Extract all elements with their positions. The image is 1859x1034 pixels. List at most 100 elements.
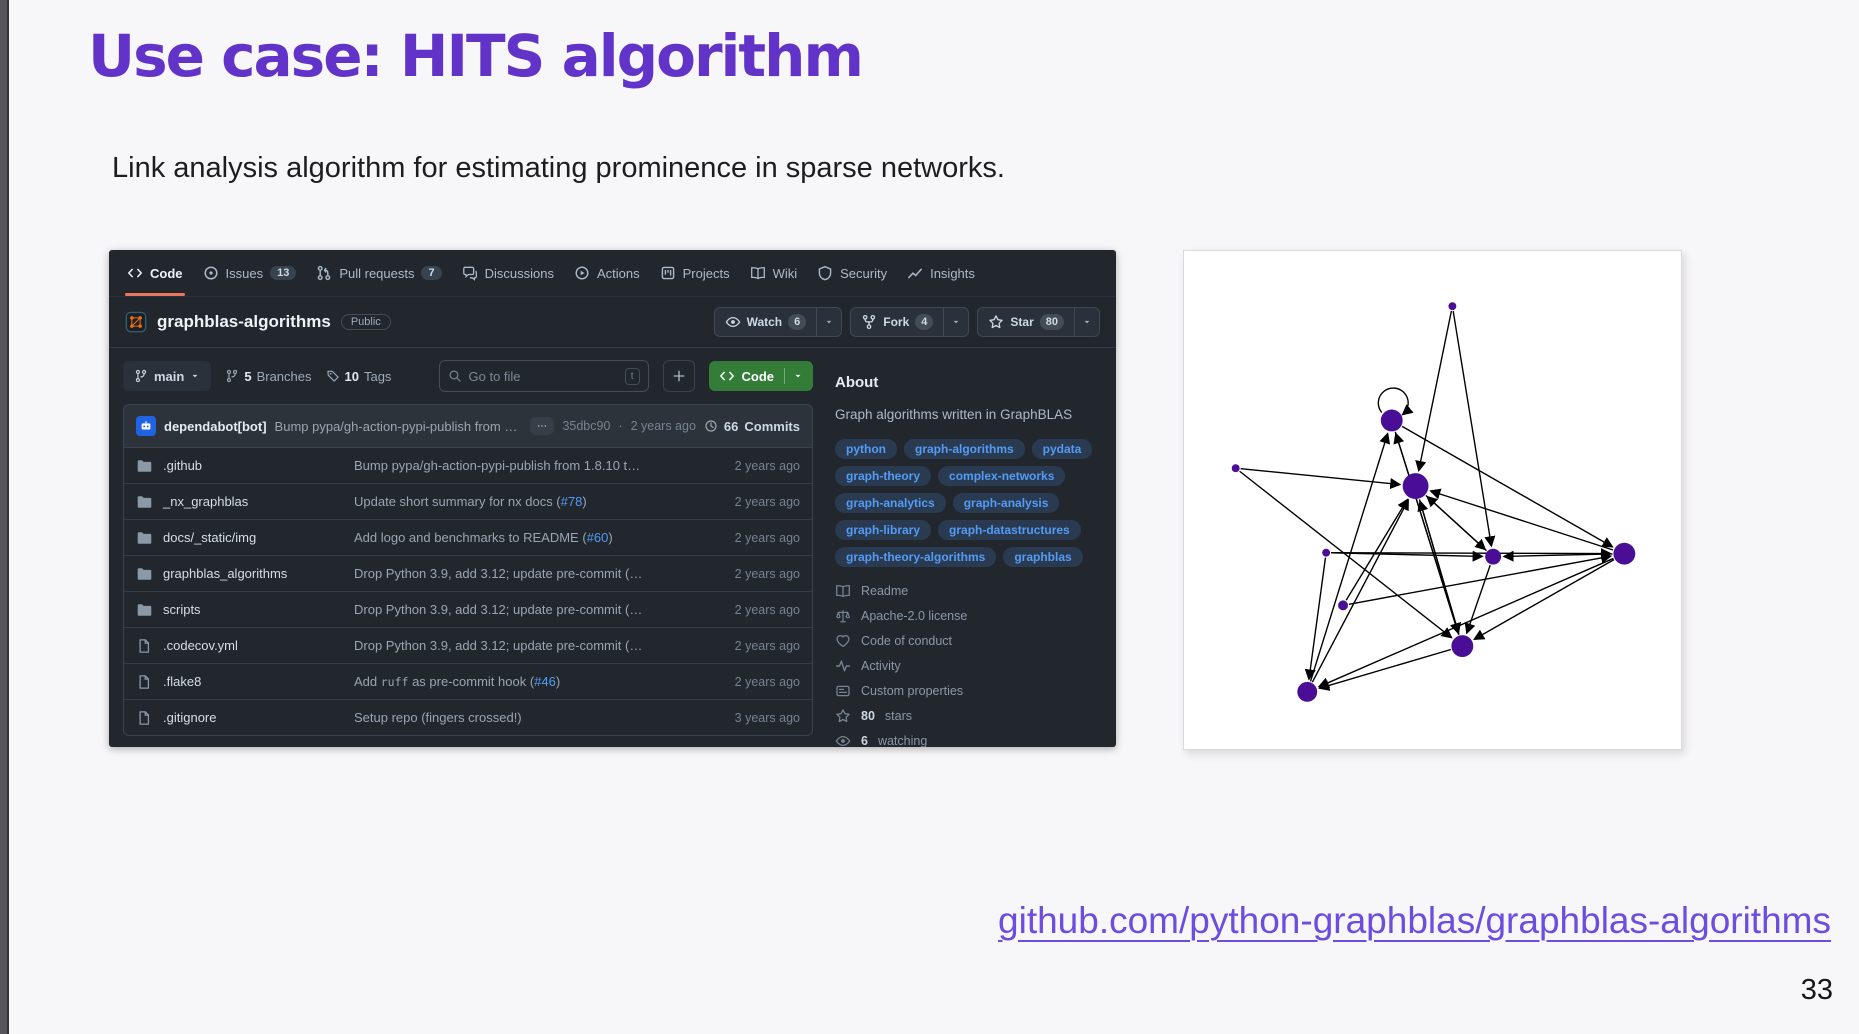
about-meta-item-activity[interactable]: Activity (835, 658, 1102, 674)
commit-message-text: Setup repo (fingers crossed!) (354, 710, 522, 725)
topic-pill-graph-datastructures[interactable]: graph-datastructures (938, 519, 1081, 540)
plus-icon (672, 369, 686, 383)
about-meta-item-custom-properties[interactable]: Custom properties (835, 683, 1102, 699)
file-name-link[interactable]: docs/_static/img (163, 530, 257, 545)
repo-name-link[interactable]: graphblas-algorithms (157, 312, 331, 331)
repo-url-link[interactable]: github.com/python-graphblas/graphblas-al… (998, 900, 1831, 941)
table-row[interactable]: .flake8 Add ruff as pre-commit hook (#46)… (124, 663, 812, 699)
file-name-link[interactable]: graphblas_algorithms (163, 566, 288, 581)
graph-edge (1415, 310, 1453, 473)
file-name-link[interactable]: scripts (163, 602, 201, 617)
repo-visibility-badge: Public (340, 314, 391, 330)
dependabot-avatar[interactable] (136, 416, 156, 436)
file-name-cell: graphblas_algorithms (136, 566, 354, 582)
topic-pill-complex-networks[interactable]: complex-networks (938, 465, 1066, 486)
file-name-cell: docs/_static/img (136, 530, 354, 546)
tab-actions[interactable]: Actions (564, 250, 650, 296)
topic-pill-graph-analytics[interactable]: graph-analytics (835, 492, 946, 513)
topic-pill-graph-algorithms[interactable]: graph-algorithms (904, 438, 1025, 459)
tab-discussions[interactable]: Discussions (452, 250, 564, 296)
commit-message-link[interactable]: Bump pypa/gh-action-pypi-publish from 1.… (274, 418, 523, 434)
star-dropdown-button[interactable] (1074, 308, 1099, 336)
commit-time-cell: 2 years ago (734, 566, 800, 581)
fork-count: 4 (915, 314, 934, 330)
topic-pill-graph-theory-algorithms[interactable]: graph-theory-algorithms (835, 546, 997, 567)
graph-node (1448, 302, 1457, 311)
tags-label: Tags (363, 368, 392, 384)
graph-node (1485, 548, 1502, 565)
tab-security[interactable]: Security (807, 250, 897, 296)
discussions-icon (462, 265, 478, 281)
topic-pill-graph-analysis[interactable]: graph-analysis (952, 492, 1060, 513)
commit-message-text: as pre-commit hook ( (408, 674, 535, 689)
star-icon (988, 314, 1004, 330)
code-button[interactable]: Code (708, 361, 813, 391)
book-icon (835, 583, 851, 599)
topic-pill-python[interactable]: python (835, 438, 897, 459)
branches-link[interactable]: 5 Branches (225, 369, 312, 384)
commit-time-cell: 2 years ago (734, 530, 800, 545)
file-name-link[interactable]: .flake8 (163, 674, 202, 689)
file-name-link[interactable]: .codecov.yml (163, 638, 238, 653)
branch-selector-button[interactable]: main (123, 361, 212, 391)
add-file-button[interactable] (662, 360, 695, 392)
commit-history-link[interactable]: 66 Commits (704, 419, 800, 434)
commit-message-cell: Add ruff as pre-commit hook (#46) (354, 674, 723, 689)
graph-node (1322, 548, 1331, 557)
tags-count: 10 (344, 368, 359, 384)
about-meta-item-readme[interactable]: Readme (835, 583, 1102, 599)
graph-edge (1239, 470, 1453, 639)
graph-node (1380, 409, 1403, 432)
about-meta-item-apache-2-0-license[interactable]: Apache-2.0 license (835, 608, 1102, 624)
tab-wiki[interactable]: Wiki (740, 250, 808, 296)
file-name-link[interactable]: .gitignore (163, 710, 217, 725)
topic-pill-graph-theory[interactable]: graph-theory (835, 465, 932, 486)
tab-insights[interactable]: Insights (897, 250, 985, 296)
tab-projects[interactable]: Projects (650, 250, 740, 296)
go-to-file-input[interactable]: Go to file t (438, 360, 649, 392)
file-name-link[interactable]: _nx_graphblas (163, 494, 249, 509)
topic-pill-pydata[interactable]: pydata (1031, 438, 1093, 459)
commit-meta-separator: · (618, 419, 623, 433)
commit-sha[interactable]: 35dbc90 (562, 419, 611, 433)
fork-dropdown-button[interactable] (943, 308, 968, 336)
issue-number-link[interactable]: #78 (560, 494, 583, 509)
watch-dropdown-button[interactable] (816, 308, 841, 336)
commit-author-link[interactable]: dependabot[bot] (164, 418, 267, 434)
about-meta-item-code-of-conduct[interactable]: Code of conduct (835, 633, 1102, 649)
folder-icon (136, 602, 152, 618)
insights-icon (907, 265, 923, 281)
tags-link[interactable]: 10 Tags (326, 368, 392, 384)
folder-icon (136, 530, 152, 546)
fork-icon (861, 314, 877, 330)
commit-expand-button[interactable] (530, 417, 555, 435)
tab-label: Pull requests (339, 265, 415, 281)
projects-icon (660, 265, 676, 281)
tab-code[interactable]: Code (117, 250, 193, 296)
issue-number-link[interactable]: #46 (534, 674, 556, 689)
meta-label: stars (884, 708, 912, 723)
issue-number-link[interactable]: #60 (586, 530, 609, 545)
file-name-link[interactable]: .github (163, 458, 203, 473)
topic-pill-graphblas[interactable]: graphblas (1003, 546, 1083, 567)
topic-pill-graph-library[interactable]: graph-library (835, 519, 932, 540)
